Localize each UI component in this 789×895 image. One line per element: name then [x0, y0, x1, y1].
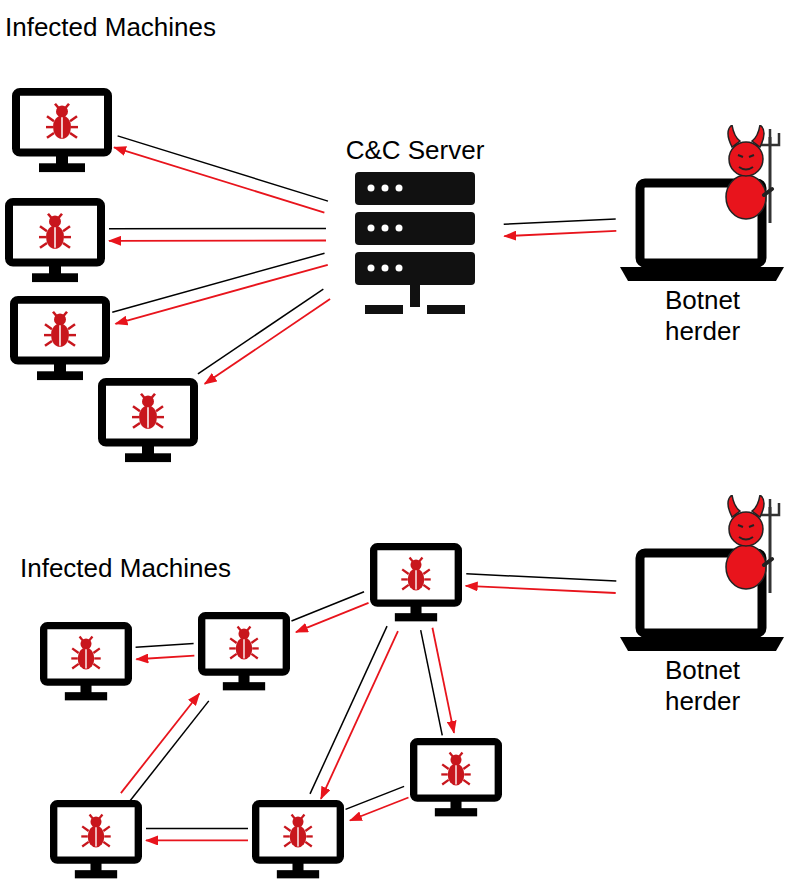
- connector: [291, 592, 368, 632]
- connector: [114, 136, 328, 213]
- connector: [109, 228, 326, 240]
- connector: [466, 574, 617, 593]
- infected-machine: [40, 622, 132, 704]
- cc-server: C&C Server: [330, 135, 500, 320]
- bug-icon: [283, 815, 312, 848]
- bug-icon: [441, 753, 470, 786]
- server-label: C&C Server: [330, 135, 500, 166]
- herder-label: Botnet herder: [643, 285, 763, 347]
- bug-icon: [229, 627, 258, 660]
- monitor-icon: [410, 738, 502, 820]
- link-line: [198, 289, 323, 374]
- section-label: Infected Machines: [5, 12, 216, 43]
- infected-machine: [50, 800, 142, 882]
- bug-icon: [71, 637, 100, 670]
- link-line: [346, 786, 405, 809]
- bug-icon: [401, 558, 430, 591]
- herder-label: Botnet herder: [643, 655, 763, 717]
- command-arrow: [121, 693, 199, 793]
- bug-icon: [132, 394, 164, 429]
- command-arrow: [109, 240, 326, 242]
- connector: [198, 289, 330, 384]
- botnet-herder: Botnet herder: [620, 125, 785, 347]
- connector: [504, 219, 617, 236]
- laptop-icon: [620, 495, 785, 655]
- command-arrow: [350, 798, 409, 821]
- infected-machine: [98, 378, 198, 466]
- command-arrow: [115, 265, 327, 324]
- infected-machine: [198, 612, 290, 694]
- server-icon: [355, 172, 475, 320]
- infected-machine: [12, 88, 112, 176]
- infected-machine: [252, 800, 344, 882]
- connector: [346, 786, 409, 820]
- connector: [146, 828, 248, 840]
- link-line: [112, 253, 324, 312]
- infected-machine: [410, 738, 502, 820]
- connector: [112, 253, 328, 324]
- link-line: [130, 701, 208, 801]
- bug-icon: [44, 312, 76, 347]
- infected-machine: [370, 543, 462, 625]
- infected-machine: [5, 198, 105, 286]
- monitor-icon: [198, 612, 290, 694]
- link-line: [466, 574, 616, 581]
- command-arrow: [321, 631, 398, 799]
- link-line: [291, 592, 364, 621]
- monitor-icon: [40, 622, 132, 704]
- devil-figure: [726, 495, 779, 593]
- monitor-icon: [252, 800, 344, 882]
- laptop-icon: [620, 125, 785, 285]
- command-arrow: [146, 840, 248, 842]
- link-line: [421, 630, 443, 735]
- monitor-icon: [10, 296, 110, 384]
- link-line: [504, 219, 616, 224]
- bug-icon: [81, 815, 110, 848]
- link-line: [146, 828, 248, 830]
- bug-icon: [39, 214, 71, 249]
- monitor-icon: [12, 88, 112, 176]
- connector: [121, 693, 209, 800]
- command-arrow: [205, 299, 330, 384]
- link-line: [118, 136, 328, 201]
- connector: [310, 626, 398, 799]
- command-arrow: [466, 586, 616, 593]
- link-line: [136, 644, 194, 648]
- connector: [421, 628, 454, 736]
- section-label: Infected Machines: [20, 553, 231, 584]
- monitor-icon: [5, 198, 105, 286]
- infected-machine: [10, 296, 110, 384]
- monitor-icon: [98, 378, 198, 466]
- link-line: [109, 228, 326, 230]
- monitor-icon: [50, 800, 142, 882]
- connector: [136, 644, 195, 660]
- devil-figure: [726, 125, 779, 223]
- command-arrow: [136, 656, 194, 660]
- bug-icon: [46, 104, 78, 139]
- monitor-icon: [370, 543, 462, 625]
- command-arrow: [296, 603, 369, 632]
- botnet-herder: Botnet herder: [620, 495, 785, 717]
- command-arrow: [504, 231, 616, 236]
- link-line: [310, 626, 387, 794]
- command-arrow: [114, 147, 324, 212]
- command-arrow: [432, 628, 454, 733]
